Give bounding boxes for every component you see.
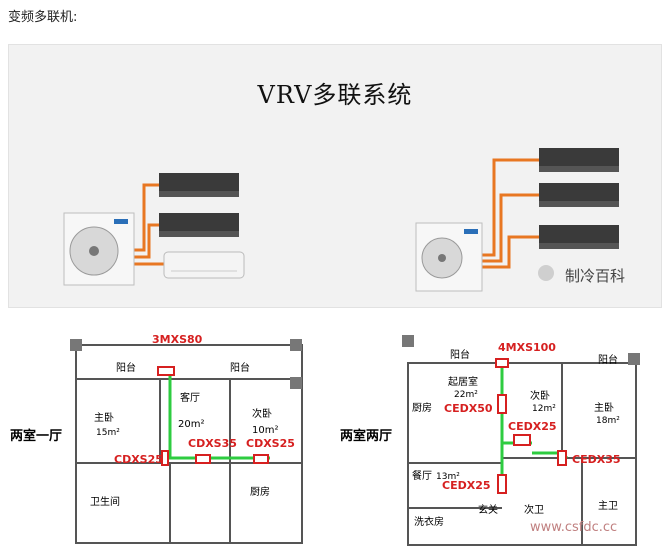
left-room-living-area: 20m² [178,419,204,430]
floor-plan-left: 阳台 阳台 主卧 15m² 客厅 20m² 次卧 10m² 卫生间 厨房 3MX… [70,333,303,544]
right-room-living: 起居室 [448,375,478,388]
left-room-kitchen: 厨房 [250,485,270,498]
footer-watermark: www.csfdc.cc [530,520,617,535]
left-outdoor-label: 3MXS80 [152,333,203,346]
watermark-text: 制冷百科 [565,267,626,285]
right-outdoor-unit [415,222,483,292]
right-unit-label-3: CEDX35 [572,453,621,466]
intro-text: 变频多联机: [8,10,78,25]
right-room-dining-area: 13m² [436,472,460,482]
floor-plan-right: 阳台 阳台 厨房 起居室 22m² 次卧 12m² 主卧 18m² 餐厅 13m… [402,335,640,546]
right-room-master: 主卧 [594,401,614,414]
vrv-title: VRV多联系统 [257,81,413,109]
right-indoor-units [495,358,567,494]
right-outdoor-label: 4MXS100 [498,341,556,354]
right-room-bath1: 主卫 [598,500,618,512]
plan-left-label: 两室一厅 [10,429,63,444]
right-room-master-area: 18m² [596,416,620,426]
left-duct-unit-1 [159,173,239,197]
vrv-system-illustration: VRV多联系统 [8,44,662,308]
left-wall-split-unit [163,251,245,279]
right-room-balcony2: 阳台 [598,353,618,366]
right-room-second: 次卧 [530,389,550,402]
right-duct-unit-2 [539,183,619,207]
left-room-master: 主卧 [94,411,114,424]
right-room-kitchen: 厨房 [412,401,432,414]
right-room-bath2: 次卫 [524,503,544,516]
wechat-icon [538,265,554,281]
plan-right-label: 两室两厅 [340,429,393,444]
vrv-equipment-drawing [63,148,619,292]
right-room-dining: 餐厅 [412,469,432,482]
right-room-second-area: 12m² [532,404,556,414]
right-room-laundry: 洗衣房 [414,515,444,528]
right-room-balcony1: 阳台 [450,348,470,361]
left-room-balcony2: 阳台 [230,361,250,374]
right-duct-unit-3 [539,225,619,249]
left-unit-label-3: CDXS25 [246,437,295,450]
left-unit-label-1: CDXS25 [114,453,163,466]
right-unit-label-4: CEDX25 [442,479,491,492]
left-outdoor-unit [63,212,135,286]
right-room-living-area: 22m² [454,390,478,400]
left-refrigerant-pipes [129,183,164,266]
left-room-second-area: 10m² [252,425,278,436]
right-room-entry: 玄关 [478,503,498,516]
left-indoor-units [157,366,269,466]
right-refrigerant-pipes [479,158,539,269]
left-room-second: 次卧 [252,407,272,420]
left-room-balcony1: 阳台 [116,361,136,374]
left-unit-label-2: CDXS35 [188,437,237,450]
left-duct-unit-2 [159,213,239,237]
right-unit-label-1: CEDX50 [444,402,493,415]
right-unit-label-2: CEDX25 [508,420,557,433]
right-duct-unit-1 [539,148,619,172]
left-room-bath: 卫生间 [90,495,120,508]
left-room-living: 客厅 [180,391,200,404]
left-room-master-area: 15m² [96,428,120,438]
